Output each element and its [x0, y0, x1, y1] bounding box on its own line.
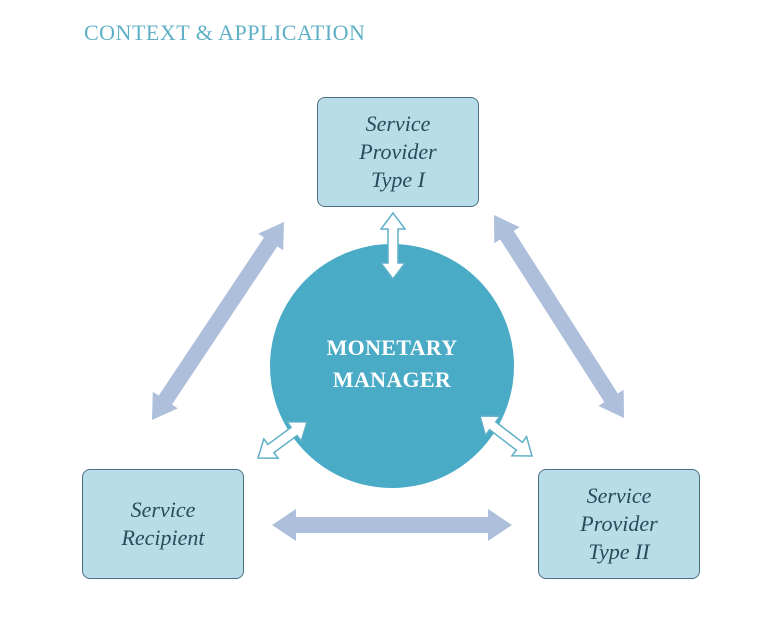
arrow-provider1-recipient	[152, 222, 284, 420]
box-label-line: Provider	[359, 139, 437, 164]
outer-arrows	[152, 215, 624, 541]
arrow-provider1-provider2	[494, 215, 624, 418]
box-label-line: Service	[586, 483, 652, 508]
page-title: CONTEXT & APPLICATION	[84, 20, 366, 45]
arrow-provider2-center	[479, 415, 533, 457]
box-label-line: Type II	[588, 539, 650, 564]
center-label-line: MANAGER	[332, 367, 452, 392]
box-label-line: Service	[365, 111, 431, 136]
service-provider-type-2-box: Service Provider Type II	[538, 469, 700, 579]
box-label-line: Recipient	[121, 525, 205, 550]
monetary-manager-label: MONETARY MANAGER	[287, 332, 497, 396]
service-provider-type-1-box: Service Provider Type I	[317, 97, 479, 207]
service-recipient-box: Service Recipient	[82, 469, 244, 579]
arrow-provider1-center	[379, 211, 407, 281]
box-label-line: Provider	[580, 511, 658, 536]
inner-arrows	[256, 211, 533, 459]
arrow-recipient-provider2	[272, 509, 512, 541]
box-label-line: Type I	[371, 167, 425, 192]
monetary-manager-circle	[270, 244, 514, 488]
center-label-line: MONETARY	[326, 335, 458, 360]
arrow-recipient-center	[256, 421, 309, 459]
box-label-line: Service	[130, 497, 196, 522]
